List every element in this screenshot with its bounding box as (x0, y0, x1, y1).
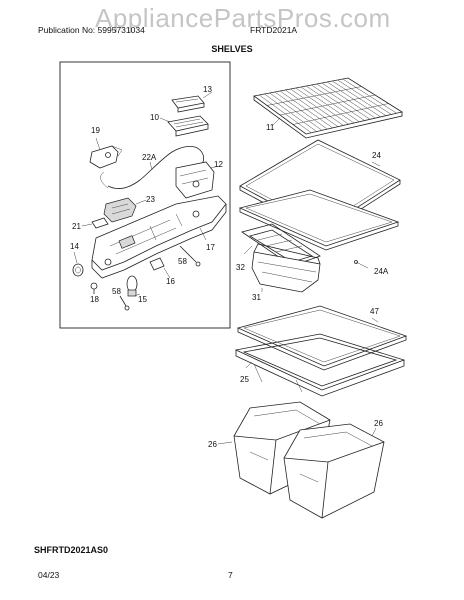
callout-11: 11 (266, 123, 275, 132)
callout-13: 13 (203, 85, 212, 94)
part-32-drawer-frame (241, 223, 321, 267)
part-21-clip (91, 217, 109, 229)
part-26-crisper-bin-right (283, 423, 385, 519)
publication-number: Publication No: 5995731034 (38, 25, 145, 35)
inset-frame (59, 61, 231, 329)
part-25-cover-frame (234, 333, 406, 397)
callout-31: 31 (252, 293, 261, 302)
callout-58-upper: 58 (178, 257, 187, 266)
callout-17: 17 (206, 243, 215, 252)
part-16-switch (149, 257, 165, 271)
callout-26-right: 26 (374, 419, 383, 428)
callout-23: 23 (146, 195, 155, 204)
part-10-light-cover (167, 115, 209, 137)
part-12-light-housing (175, 161, 215, 199)
page-number: 7 (228, 570, 233, 580)
callout-24: 24 (372, 151, 381, 160)
part-23-control (103, 197, 137, 223)
callout-19: 19 (91, 126, 100, 135)
callout-24a: 24A (374, 267, 389, 276)
callout-26-left: 26 (208, 440, 217, 449)
watermark: AppliancePartsPros.com (95, 3, 391, 33)
page-title: SHELVES (211, 44, 253, 54)
shelf-crossbar (292, 103, 389, 125)
callout-14: 14 (70, 242, 79, 251)
part-31-drawer (251, 243, 321, 293)
callout-22a: 22A (142, 153, 157, 162)
part-14-knob (72, 263, 84, 277)
callout-12: 12 (214, 160, 223, 169)
part-11-wire-shelf (253, 77, 404, 139)
diagram-code: SHFRTD2021AS0 (34, 545, 109, 555)
callout-18: 18 (90, 295, 99, 304)
part-18-screw (90, 282, 98, 294)
shelf-crossbar (266, 86, 362, 106)
callout-10: 10 (150, 113, 159, 122)
part-13-cover (171, 95, 205, 113)
callout-58-lower: 58 (112, 287, 121, 296)
model-number: FRTD2021A (250, 25, 298, 35)
callout-21: 21 (72, 222, 81, 231)
callout-15: 15 (138, 295, 147, 304)
callout-25: 25 (240, 375, 249, 384)
footer-date: 04/23 (38, 570, 60, 580)
wire-shelf-grid (259, 78, 397, 133)
part-58-screw-upper (179, 245, 201, 267)
callout-16: 16 (166, 277, 175, 286)
part-58-screw-lower (119, 295, 130, 311)
part-19-bracket (89, 145, 123, 169)
part-24a-glass-shelf (238, 189, 400, 264)
part-15-bulb (126, 275, 138, 297)
part-17-control-housing (91, 195, 227, 279)
callout-32: 32 (236, 263, 245, 272)
shelf-crossbar (279, 94, 376, 116)
callout-47: 47 (370, 307, 379, 316)
part-22a-wire-harness (107, 146, 204, 189)
